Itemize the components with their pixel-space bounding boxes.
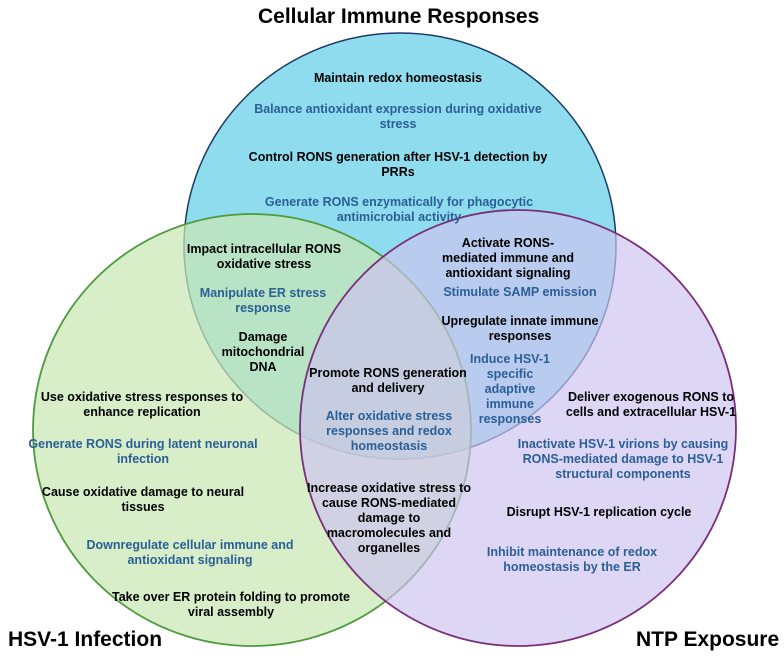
cellular-item-1: Maintain redox homeostasis [313,71,483,85]
cellular-hsv-item-3: Damage mitochondrial DNA [221,330,305,374]
cellular-ntp-item-2: Stimulate SAMP emission [443,285,597,299]
cellular-item-3: Control RONS generation after HSV-1 dete… [248,150,548,179]
hsv-item-2: Generate RONS during latent neuronal inf… [28,437,258,466]
ntp-item-4: Inhibit maintenance of redox homeostasis… [486,545,658,574]
hsv-title: HSV-1 Infection [8,628,163,651]
hsv-ntp-item-1: Increase oxidative stress to cause RONS-… [307,481,471,555]
cellular-hsv-item-1: Impact intracellular RONS oxidative stre… [186,242,342,271]
cellular-title: Cellular Immune Responses [258,5,540,28]
cellular-ntp-item-4: Induce HSV-1 specific adaptive immune re… [470,352,550,426]
cellular-item-4: Generate RONS enzymatically for phagocyt… [264,195,534,224]
ntp-item-2: Inactivate HSV-1 virions by causing RONS… [517,437,729,481]
hsv-item-1: Use oxidative stress responses to enhanc… [40,390,244,419]
ntp-circle [299,209,737,647]
ntp-item-1: Deliver exogenous RONS to cells and extr… [565,390,737,419]
cellular-hsv-item-2: Manipulate ER stress response [199,286,327,315]
center-item-1: Promote RONS generation and delivery [309,366,467,395]
hsv-item-4: Downregulate cellular immune and antioxi… [86,538,294,567]
ntp-item-3: Disrupt HSV-1 replication cycle [506,505,692,519]
center-item-2: Alter oxidative stress responses and red… [325,409,453,453]
cellular-ntp-item-3: Upregulate innate immune responses [441,314,599,343]
hsv-item-5: Take over ER protein folding to promote … [112,590,350,619]
hsv-item-3: Cause oxidative damage to neural tissues [41,485,245,514]
cellular-item-2: Balance antioxidant expression during ox… [254,102,542,131]
cellular-ntp-item-1: Activate RONS-mediated immune and antiox… [442,236,574,280]
ntp-title: NTP Exposure [636,628,780,651]
